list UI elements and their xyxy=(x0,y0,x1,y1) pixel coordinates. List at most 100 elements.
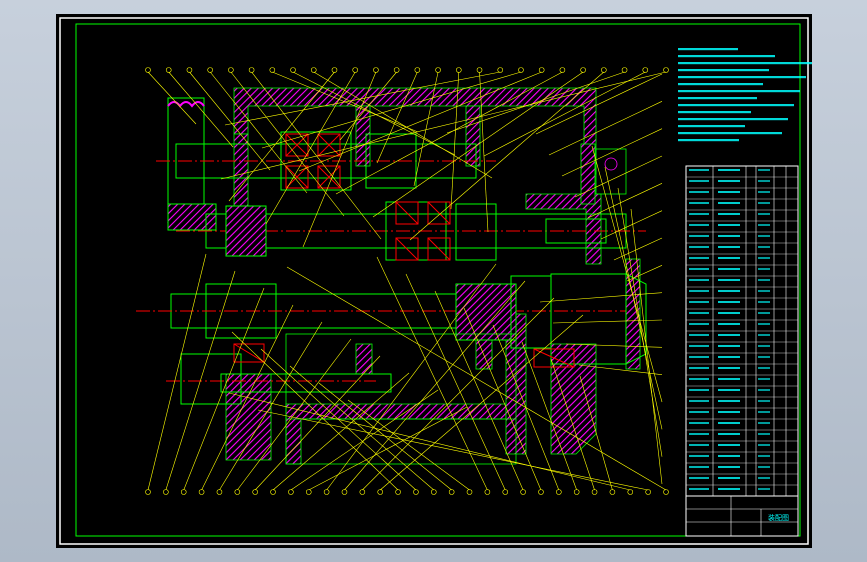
bom-cell xyxy=(689,290,709,292)
part-balloon xyxy=(591,489,598,495)
leader-line xyxy=(292,71,456,156)
bom-cell xyxy=(758,301,770,303)
bom-cell xyxy=(758,334,770,336)
bom-cell xyxy=(689,334,709,336)
bom-cell xyxy=(718,444,740,446)
part-balloon xyxy=(663,67,669,73)
bom-cell xyxy=(718,180,740,182)
bom-cell xyxy=(689,180,709,182)
bom-cell xyxy=(689,169,709,171)
bom-cell xyxy=(689,411,709,413)
leader-line xyxy=(409,71,605,241)
bom-cell xyxy=(758,378,770,380)
note-line xyxy=(678,111,751,114)
leader-line xyxy=(335,71,563,195)
bom-cell xyxy=(689,466,709,468)
part-balloon xyxy=(573,489,580,495)
part-balloon xyxy=(580,67,586,73)
part-balloon xyxy=(180,489,187,495)
v-belt-pulley xyxy=(167,97,217,231)
bom-cell xyxy=(689,202,709,204)
bom-cell xyxy=(718,389,740,391)
part-balloon xyxy=(145,67,151,73)
part-balloon xyxy=(502,489,509,495)
leader-line xyxy=(450,71,460,210)
leader-line xyxy=(168,71,234,148)
leader-line xyxy=(587,183,663,219)
outer-frame xyxy=(59,17,809,545)
bom-cell xyxy=(758,290,770,292)
part-balloon xyxy=(216,489,223,495)
bom-cell xyxy=(718,224,740,226)
bom-cell xyxy=(718,257,740,259)
bom-cell xyxy=(718,290,740,292)
leader-line xyxy=(344,280,526,491)
part-balloon xyxy=(198,489,205,495)
leader-line xyxy=(286,266,667,491)
bom-cell xyxy=(689,257,709,259)
bom-cell xyxy=(689,312,709,314)
note-line xyxy=(678,90,800,93)
part-balloon xyxy=(538,67,545,73)
part-balloon xyxy=(518,67,524,73)
note-line xyxy=(678,83,763,86)
bom-cell xyxy=(689,400,709,402)
bom-cell xyxy=(758,169,770,171)
leader-line xyxy=(318,382,452,491)
bom-cell xyxy=(758,213,770,215)
bom-cell xyxy=(718,345,740,347)
part-balloon xyxy=(207,67,213,73)
bom-cell xyxy=(689,488,709,490)
note-line xyxy=(678,69,769,72)
leader-line xyxy=(224,71,501,126)
bom-cell xyxy=(718,433,740,435)
bom-cell xyxy=(758,389,770,391)
bom-cell xyxy=(758,455,770,457)
bom-cell xyxy=(718,268,740,270)
bom-cell xyxy=(689,279,709,281)
bom-cell xyxy=(718,334,740,336)
part-balloon xyxy=(248,67,255,73)
part-balloon xyxy=(466,489,473,495)
leader-line xyxy=(479,71,489,233)
technical-notes xyxy=(678,48,812,142)
leader-line xyxy=(535,73,663,135)
leader-line xyxy=(313,71,493,179)
leader-line xyxy=(372,71,584,218)
leader-line xyxy=(550,358,595,491)
part-balloon xyxy=(497,67,504,73)
leader-line xyxy=(231,331,399,491)
bom-cell xyxy=(758,312,770,314)
leader-line xyxy=(308,406,468,491)
part-balloon xyxy=(165,67,172,73)
part-balloon xyxy=(476,67,483,73)
leader-line xyxy=(326,263,497,491)
part-balloon xyxy=(341,489,348,495)
bom-cell xyxy=(718,411,740,413)
bom-cell xyxy=(758,422,770,424)
bom-cell xyxy=(689,378,709,380)
bom-cell xyxy=(718,246,740,248)
bom-cell xyxy=(718,323,740,325)
bom-cell xyxy=(758,257,770,259)
leader-line xyxy=(257,409,649,491)
leader-line xyxy=(272,372,410,491)
leader-line xyxy=(339,71,397,141)
leader-line xyxy=(219,321,323,491)
bom-cell xyxy=(689,433,709,435)
note-line xyxy=(678,48,738,51)
leader-line xyxy=(261,71,522,149)
bom-cell xyxy=(718,235,740,237)
bom-cell xyxy=(689,367,709,369)
bom-cell xyxy=(758,345,770,347)
bom-cell xyxy=(689,422,709,424)
leader-line xyxy=(220,71,667,180)
part-balloon xyxy=(163,489,169,495)
part-balloon xyxy=(331,67,338,73)
bom-cell xyxy=(718,422,740,424)
bom-cell xyxy=(758,356,770,358)
part-balloon xyxy=(435,67,441,73)
bom-cell xyxy=(758,466,770,468)
bom-cell xyxy=(689,389,709,391)
